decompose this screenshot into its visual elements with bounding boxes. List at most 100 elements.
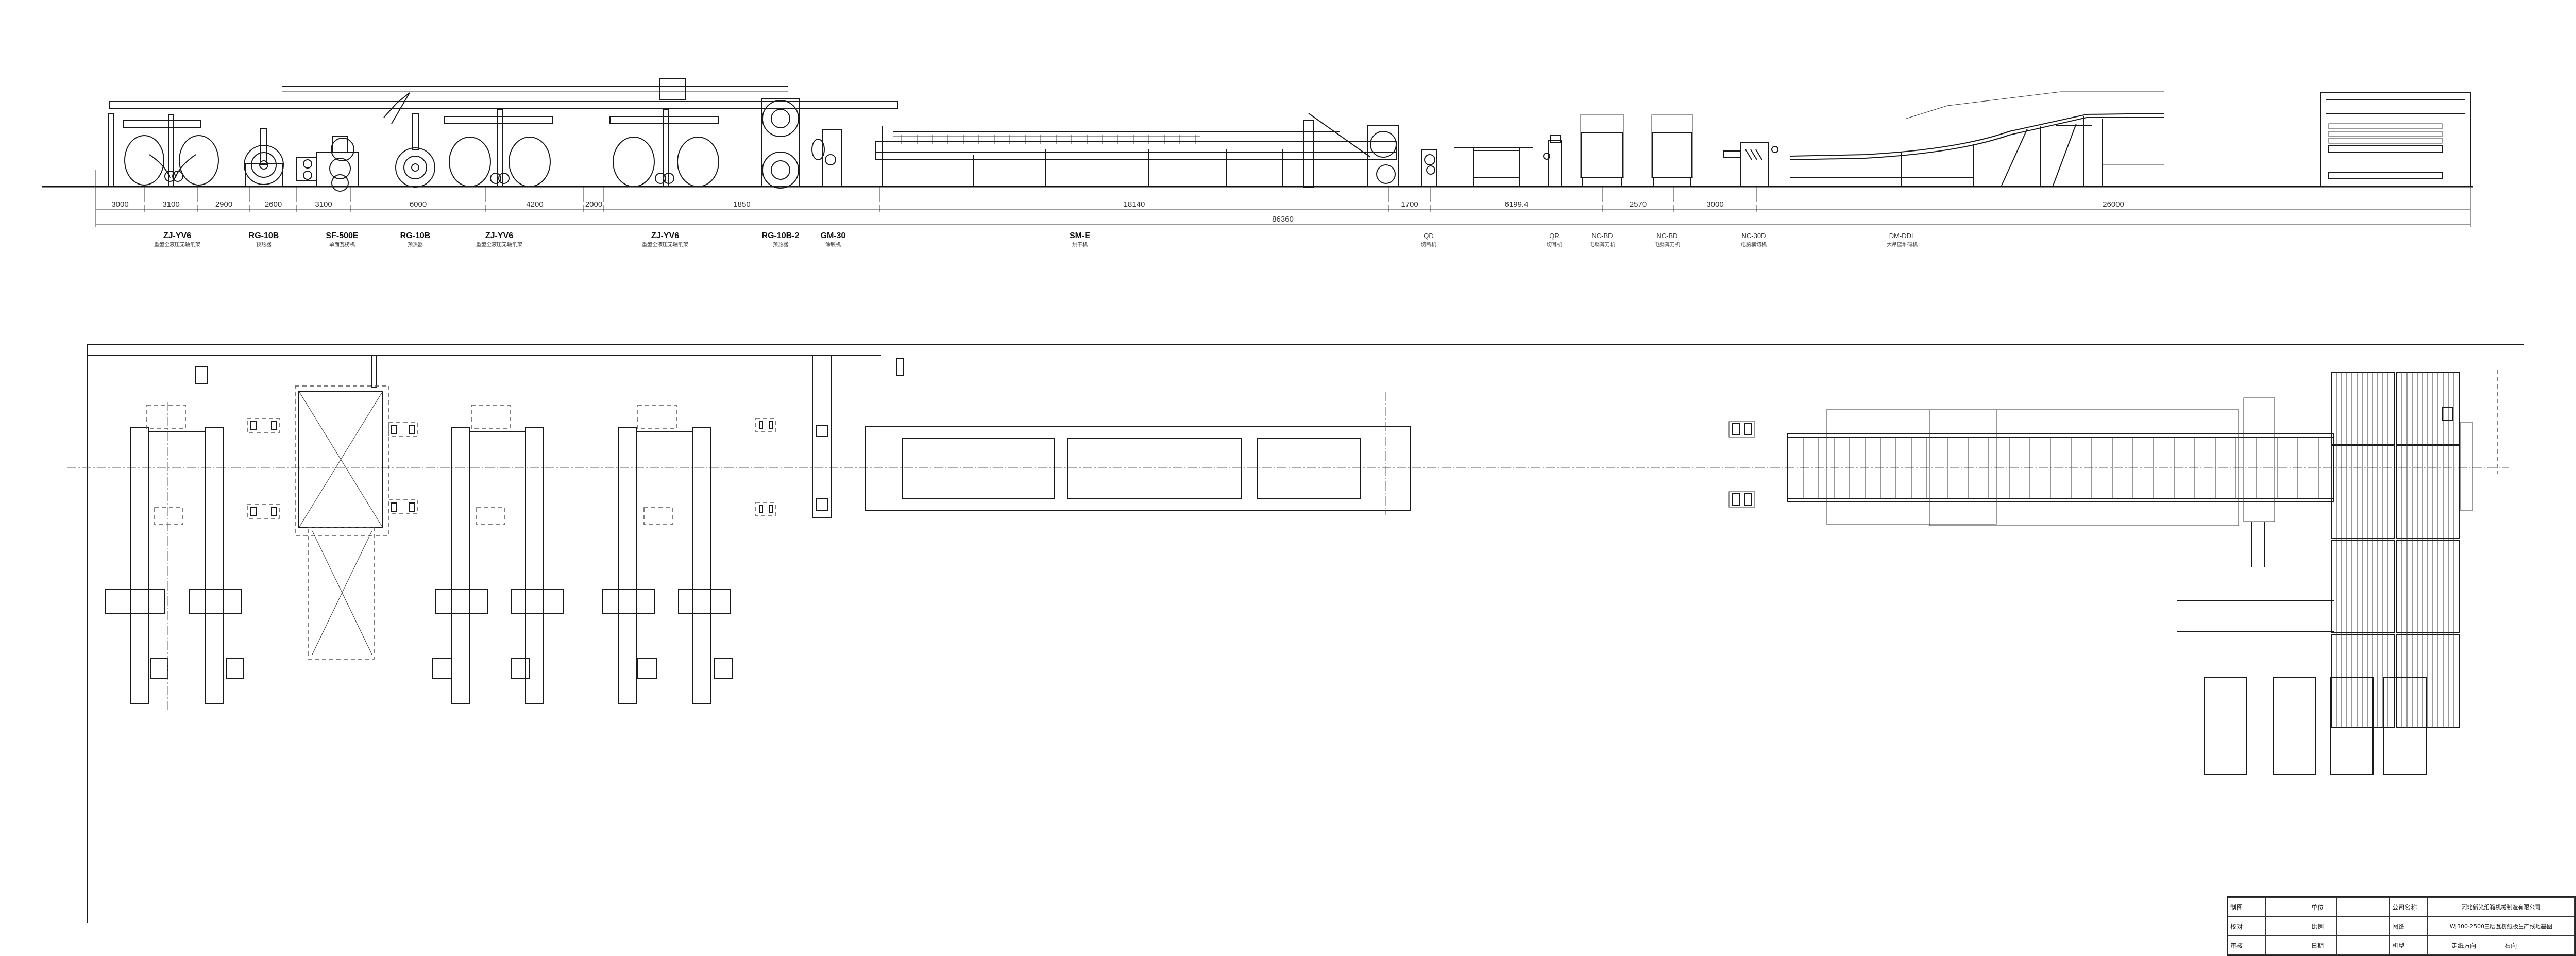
machine-code-label: NC-BD xyxy=(1591,232,1613,240)
label-approved-by: 审核 xyxy=(2228,935,2266,955)
plan-conveyor xyxy=(1787,397,2334,567)
dimension-value: 18140 xyxy=(1124,200,1145,209)
machine-name-label: 重型全液压无轴纸架 xyxy=(154,241,200,248)
glue-machine-gm30 xyxy=(811,129,842,187)
plan-pallet-areas xyxy=(2204,677,2427,775)
dimension-value: 6000 xyxy=(410,200,427,209)
overhead-bridge xyxy=(109,101,898,109)
machine-name-label: 电脑薄刀机 xyxy=(1589,241,1615,248)
edge-trimmer-qr xyxy=(1543,135,1562,187)
machine-name-label: 重型全液压无轴纸架 xyxy=(476,241,522,248)
label-date: 日期 xyxy=(2309,935,2337,955)
plan-mill-roll-stand-1 xyxy=(105,402,244,711)
plan-preheater-2 xyxy=(388,422,418,514)
machine-code-label: ZJ-YV6 xyxy=(163,231,191,240)
machine-code-label: GM-30 xyxy=(821,231,846,240)
cutoff-qd xyxy=(1421,149,1437,187)
stacker-frame xyxy=(2320,92,2471,187)
machine-name-label: 预热器 xyxy=(773,241,788,248)
machine-name-label: 预热器 xyxy=(408,241,423,248)
machine-code-label: RG-10B xyxy=(249,231,279,240)
label-paper-direction: 走纸方向 xyxy=(2449,935,2503,955)
preheater-rg10b-2 xyxy=(395,113,435,188)
label-model: 机型 xyxy=(2389,935,2428,955)
plan-view xyxy=(67,344,2524,923)
dimension-values: 3000 3100 2900 2600 3100 6000 4200 2000 1850 1814… xyxy=(111,200,2471,212)
slitter-nc-bd-1 xyxy=(1580,114,1624,187)
control-box xyxy=(659,78,686,100)
elevation-view: 3000 3100 2900 2600 3100 6000 4200 2000 1850 1814… xyxy=(42,78,2473,248)
value-date xyxy=(2336,935,2391,955)
machine-name-label: 电脑横切机 xyxy=(1741,241,1767,248)
dimension-value: 2900 xyxy=(215,200,232,209)
value-scale xyxy=(2336,916,2391,936)
overall-dimension-text: 86360 xyxy=(1272,215,1294,224)
dimension-value: 3000 xyxy=(111,200,128,209)
title-block: 制图 单位 公司名称 河北新光纸箱机械制造有限公司 校对 比例 图纸 WJ300… xyxy=(2227,896,2576,956)
value-model xyxy=(2427,935,2450,955)
plan-cutoff-footing xyxy=(1728,421,1755,508)
machine-name-label: 烘干机 xyxy=(1072,241,1088,248)
machine-code-label: NC-BD xyxy=(1656,232,1677,240)
machine-code-label: DM-DDL xyxy=(1889,232,1916,240)
value-paper-direction: 右向 xyxy=(2502,935,2575,955)
dimension-value: 1700 xyxy=(1401,200,1418,209)
value-checked-by xyxy=(2265,916,2310,936)
label-unit: 单位 xyxy=(2309,897,2337,917)
preheater-rg10b-2-double xyxy=(761,98,800,189)
label-checked-by: 校对 xyxy=(2228,916,2266,936)
slitter-nc-bd-2 xyxy=(1651,114,1693,187)
label-drawn-by: 制图 xyxy=(2228,897,2266,917)
machine-code-label: RG-10B-2 xyxy=(762,231,800,240)
machine-code-label: RG-10B xyxy=(400,231,431,240)
plan-single-facer xyxy=(195,355,389,660)
machine-name-label: 重型全液压无轴纸架 xyxy=(642,241,688,248)
machine-code-label: NC-30D xyxy=(1742,232,1766,240)
dimension-value: 2600 xyxy=(265,200,282,209)
machine-name-label: 切耳机 xyxy=(1547,241,1562,248)
dimension-value: 3100 xyxy=(162,200,179,209)
mill-roll-stand-1 xyxy=(108,113,219,187)
machine-code-label: QR xyxy=(1549,232,1560,240)
dimension-value: 1850 xyxy=(733,200,750,209)
pallet-layer-1 xyxy=(2328,145,2443,153)
dimension-value: 4200 xyxy=(526,200,543,209)
machine-name-label: 大吊篮堆码机 xyxy=(1887,241,1918,248)
pallet-layer-2 xyxy=(2328,172,2443,179)
dimension-value: 26000 xyxy=(2103,200,2124,209)
single-facer-sf500e xyxy=(296,92,410,192)
dimension-value: 6199.4 xyxy=(1505,200,1529,209)
cutoff-nc-30d xyxy=(1723,142,1778,187)
plan-preheater-3 xyxy=(755,418,776,516)
preheater-rg10b-1 xyxy=(244,128,284,187)
value-approved-by xyxy=(2265,935,2310,955)
plan-glue-machine xyxy=(812,355,904,518)
plan-stacker-grid xyxy=(2177,370,2498,728)
machine-code-label: QD xyxy=(1423,232,1434,240)
machine-code-label: SF-500E xyxy=(326,231,358,240)
machine-name-label: 单面瓦楞机 xyxy=(329,241,355,248)
triplex-stand xyxy=(1303,120,1314,188)
label-company: 公司名称 xyxy=(2389,897,2428,917)
machine-labels: ZJ-YV6重型全液压无轴纸架RG-10B预热器SF-500E单面瓦楞机RG-1… xyxy=(154,231,1918,248)
plan-mill-roll-stand-3 xyxy=(602,405,733,704)
machine-name-label: 预热器 xyxy=(256,241,272,248)
dimension-value: 2570 xyxy=(1630,200,1647,209)
dimension-value: 3100 xyxy=(315,200,332,209)
machine-code-label: ZJ-YV6 xyxy=(485,231,513,240)
machine-name-label: 电脑薄刀机 xyxy=(1654,241,1680,248)
plan-double-backer xyxy=(865,392,1411,515)
plan-preheater-1 xyxy=(247,418,280,519)
mill-roll-stand-3 xyxy=(609,109,719,187)
stacker-dm-ddl xyxy=(1790,91,2164,186)
machine-name-label: 切断机 xyxy=(1421,241,1436,248)
machine-name-label: 涂胶机 xyxy=(825,241,841,248)
value-unit xyxy=(2336,897,2391,917)
dimension-value: 2000 xyxy=(585,200,602,209)
value-company: 河北新光纸箱机械制造有限公司 xyxy=(2427,897,2575,917)
mill-roll-stand-2 xyxy=(444,109,553,187)
double-backer-sm-e xyxy=(875,113,1399,188)
dimension-value: 3000 xyxy=(1706,200,1723,209)
value-drawn-by xyxy=(2265,897,2310,917)
value-drawing-title: WJ300-2500三层瓦楞纸板生产线地基图 xyxy=(2427,916,2575,936)
